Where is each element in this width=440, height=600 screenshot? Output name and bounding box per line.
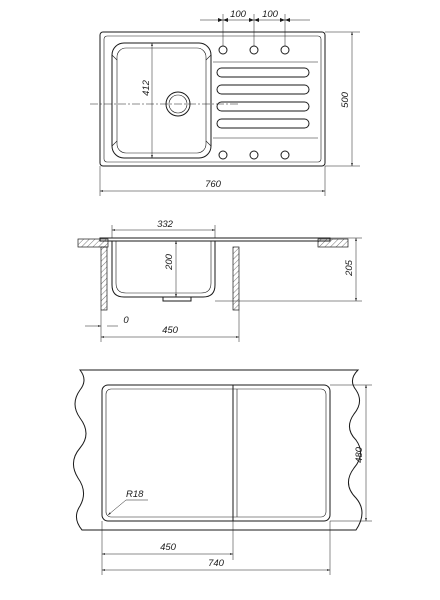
sink-inner-rim: [103, 35, 322, 163]
dim-label-bowl-height: 412: [141, 79, 152, 96]
bowl-top: [111, 42, 212, 159]
tap-holes-top: [218, 45, 290, 55]
dim-label-total-height: 205: [344, 259, 355, 277]
dim-label-total-width: 760: [205, 179, 222, 190]
cabinet-wall-right: [232, 246, 240, 311]
drain-stub: [162, 297, 192, 302]
drainer-grooves: [213, 61, 318, 139]
dim-label-bowl-depth: 200: [164, 253, 175, 271]
dim-label-radius: R18: [126, 489, 144, 500]
dim-label-total-depth: 500: [340, 91, 351, 108]
sink-outer-rim: [99, 31, 326, 167]
dim-label-cutout-height: 480: [354, 446, 365, 463]
dim-label-offset: 0: [123, 315, 129, 326]
dim-line-radius: [107, 499, 127, 516]
dim-label-cutout-width: 740: [208, 558, 225, 569]
side-view: 332 200 205 0 450: [77, 219, 362, 342]
countertop-left: [77, 238, 109, 248]
sink-flange: [99, 237, 331, 242]
dim-label-hole-spacing-2: 100: [262, 9, 279, 20]
cutout-rect: [101, 384, 331, 522]
countertop-outline: [73, 369, 363, 531]
cabinet-wall-left: [100, 246, 108, 311]
top-view: 412 100 100: [90, 9, 360, 196]
tap-holes-bottom: [218, 150, 290, 160]
dim-label-half-width: 450: [160, 542, 177, 553]
dim-label-hole-spacing-1: 100: [230, 9, 247, 20]
cutout-view: R18 480 450 740: [73, 369, 372, 575]
countertop-right: [317, 238, 349, 248]
dim-label-cabinet-width: 450: [162, 325, 179, 336]
dim-label-bowl-width: 332: [157, 219, 174, 230]
